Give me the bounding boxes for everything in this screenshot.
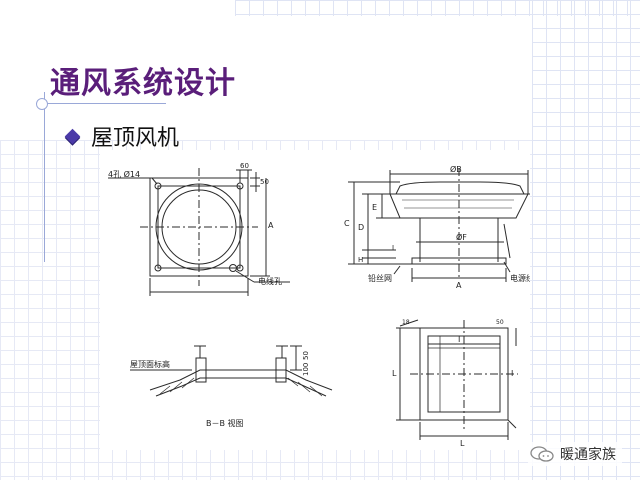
leader-line [235,270,255,283]
dim-50-label: 50 [260,178,269,186]
plan-view [108,168,290,296]
section-view [130,345,333,397]
roof-hatching [159,377,323,397]
dim-18-label: 18 [402,319,410,326]
dim-E-label: E [372,203,377,212]
dim-50-label: 50 [302,351,310,360]
bolt-hole-icon [154,264,162,272]
roof-underside [155,377,327,397]
watermark: 暖通家族 [528,442,622,466]
roof-elevation-label: 屋顶面标高 [130,359,170,369]
dim-C-label: C [344,219,350,228]
title-ring-ornament [36,98,48,110]
hole-spec-label: 4孔 Ø14 [108,169,140,179]
dim-I-top-label: I [458,335,460,344]
drawing-svg: 4孔 Ø14 60 50 A 电线孔 ØB ØF C D E H I A 铅丝网… [108,162,530,448]
curb-right [275,357,287,383]
leader-line [393,265,401,275]
dim-A-label: A [268,221,274,230]
dim-A-label: A [456,281,462,290]
leader-line [507,419,517,429]
side-view [348,168,530,282]
title-underline [36,103,166,104]
roof-surface [149,369,333,391]
dim-H-label: H [358,256,363,264]
bullet-item: 屋顶风机 [64,120,180,152]
dim-I-label: I [392,244,394,252]
dim-60-label: 60 [240,162,249,170]
base-view [396,319,518,440]
mesh-label: 铅丝网 [368,273,392,283]
background-grid-right [532,0,640,480]
bolt-hole-icon [154,182,162,190]
dim-D-label: D [358,223,364,232]
cable-hole-label: 电线孔 [258,276,282,286]
dim-F-label: ØF [456,232,467,242]
watermark-text: 暖通家族 [560,447,616,463]
dim-L-bottom-label: L [460,439,465,448]
power-cable-label: 电源线 [510,273,530,283]
slide-title: 通风系统设计 [50,66,236,101]
diamond-bullet-icon [64,128,81,144]
dim-B-label: ØB [450,164,462,174]
curb-left [195,357,207,383]
leader-line [399,319,419,327]
dim-100-label: 100 [302,363,310,376]
leader-line [503,261,511,273]
chat-bubble-icon [530,446,554,462]
engineering-drawing: 4孔 Ø14 60 50 A 电线孔 ØB ØF C D E H I A 铅丝网… [100,150,530,450]
leader-line [151,177,158,185]
cable-hole-icon [229,264,237,272]
dim-L-side-label: L [392,369,397,378]
section-caption: B－B 视图 [206,418,244,428]
dim-50-label: 50 [496,319,504,326]
power-cable [503,223,511,259]
hood-top [395,181,525,195]
title-vertical-rule [44,92,45,262]
dim-I-side-label: I [511,369,513,378]
bullet-text: 屋顶风机 [91,126,180,151]
